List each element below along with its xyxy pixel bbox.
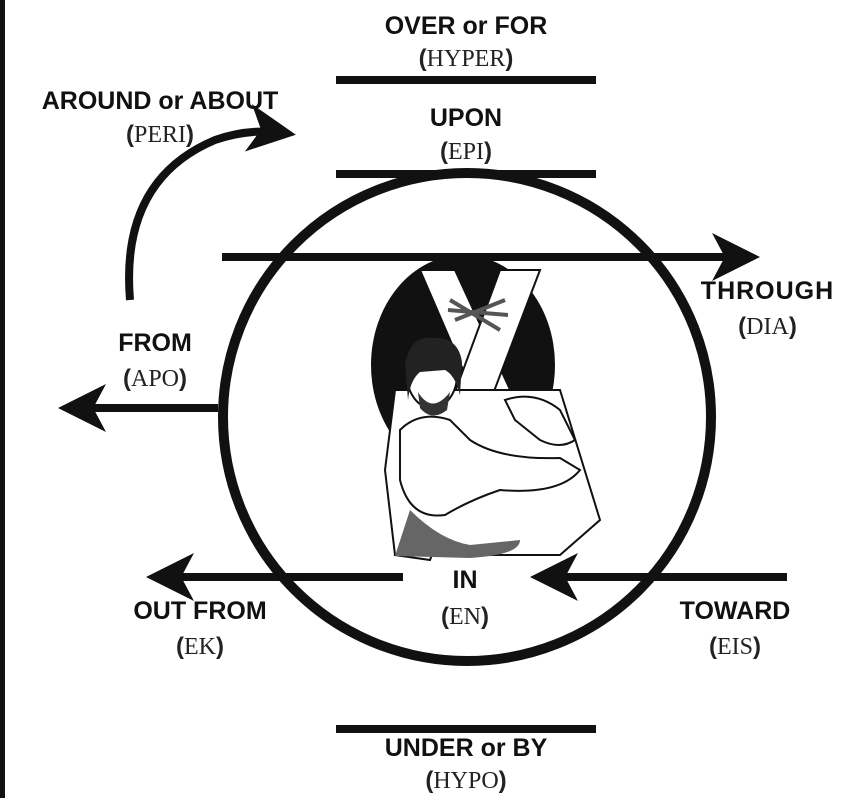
center-circle xyxy=(218,168,716,666)
paren-close: ) xyxy=(179,365,187,392)
label-around-title: AROUND or ABOUT xyxy=(41,87,279,115)
greek-word: EPI xyxy=(448,139,484,165)
label-in-greek: (EN) xyxy=(410,603,520,631)
paren-close: ) xyxy=(186,121,194,148)
greek-word: PERI xyxy=(133,122,186,148)
label-through-title: THROUGH xyxy=(700,277,835,305)
label-over-title: OVER or FOR xyxy=(384,12,548,40)
paren-open: ( xyxy=(125,121,134,148)
label-around-greek: (PERI) xyxy=(10,121,310,149)
paren-close: ) xyxy=(505,45,514,72)
label-toward-title: TOWARD xyxy=(679,597,791,625)
paren-open: ( xyxy=(425,767,434,794)
greek-word: DIA xyxy=(746,314,789,340)
left-border xyxy=(0,0,5,798)
paren-open: ( xyxy=(441,603,449,630)
label-from-title: FROM xyxy=(118,329,192,357)
illustration-christ-carrying-cross xyxy=(371,255,602,562)
label-upon-greek: (EPI) xyxy=(336,138,596,166)
greek-word: EN xyxy=(449,604,481,630)
label-toward-greek: (EIS) xyxy=(650,633,820,661)
paren-open: ( xyxy=(176,633,184,660)
label-upon-title: UPON xyxy=(429,104,503,132)
paren-open: ( xyxy=(709,633,717,660)
label-through-greek: (DIA) xyxy=(680,313,855,341)
greek-word: APO xyxy=(130,366,179,392)
greek-word: HYPER xyxy=(426,46,506,72)
paren-open: ( xyxy=(122,365,131,392)
paren-close: ) xyxy=(481,603,489,630)
label-from-greek: (APO) xyxy=(90,365,220,393)
paren-open: ( xyxy=(418,45,427,72)
around-arrow xyxy=(125,104,296,301)
greek-word: EK xyxy=(184,634,216,660)
paren-close: ) xyxy=(753,633,761,660)
label-over-greek: (HYPER) xyxy=(336,45,596,73)
paren-close: ) xyxy=(788,313,797,340)
paren-open: ( xyxy=(738,313,747,340)
label-out-from-title: OUT FROM xyxy=(133,597,267,625)
paren-close: ) xyxy=(484,138,492,165)
label-under-greek: (HYPO) xyxy=(336,767,596,795)
paren-close: ) xyxy=(216,633,224,660)
label-under-title: UNDER or BY xyxy=(384,734,548,762)
label-out-from-greek: (EK) xyxy=(100,633,300,661)
greek-word: HYPO xyxy=(433,768,499,794)
greek-word: EIS xyxy=(717,634,753,660)
label-in-title: IN xyxy=(452,566,478,594)
paren-open: ( xyxy=(440,138,448,165)
paren-close: ) xyxy=(498,767,507,794)
